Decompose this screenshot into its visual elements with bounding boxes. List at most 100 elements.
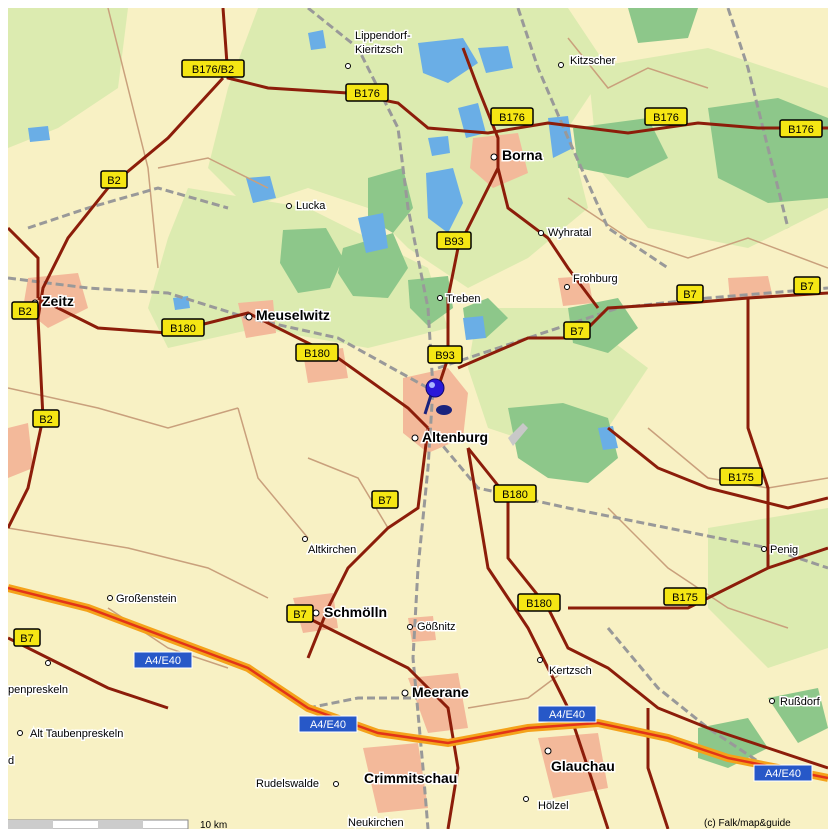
place-label-rudelswalde: Rudelswalde	[256, 778, 319, 790]
motorway-shield-label: A4/E40	[549, 709, 585, 721]
place-marker-borna	[490, 153, 498, 161]
place-marker-penig	[761, 546, 767, 552]
road-shield-label: B7	[683, 289, 696, 301]
airfield-icon	[508, 423, 528, 446]
place-label-altkirchen: Altkirchen	[308, 544, 356, 556]
road-shield-b175-2: B175	[663, 587, 707, 606]
road-shield-label: B2	[39, 414, 52, 426]
road-shield-box	[676, 284, 704, 303]
road-shield-label: B93	[444, 236, 464, 248]
road-shield-label: B180	[304, 348, 330, 360]
road-shield-b176-1: B176	[345, 83, 389, 102]
road-shield-box	[427, 345, 463, 364]
place-marker-penpreskeln	[45, 660, 51, 666]
road-shield-b180-2: B180	[295, 343, 339, 362]
road-shield-label: B93	[435, 350, 455, 362]
road-shield-box	[181, 59, 245, 78]
road-shield-label: B2	[107, 175, 120, 187]
place-label-grossenstein: Großenstein	[116, 593, 177, 605]
road-shield-label: B7	[378, 495, 391, 507]
road-shield-b176-2: B176	[490, 107, 534, 126]
place-marker-treben	[437, 295, 443, 301]
road-shield-label: B180	[170, 323, 196, 335]
place-label-lippendorf-kieritzsch-1: Lippendorf-	[355, 30, 411, 42]
place-label-borna: Borna	[502, 147, 543, 163]
place-marker-goessnitz	[407, 624, 413, 630]
road-shield-b176-b2: B176/B2	[181, 59, 245, 78]
motorway-shield-label: A4/E40	[310, 719, 346, 731]
place-label-hoelzel: Hölzel	[538, 800, 569, 812]
road-shield-box	[644, 107, 688, 126]
place-label-zeitz: Zeitz	[42, 293, 74, 309]
road-shield-box	[13, 628, 41, 647]
place-marker-kitzscher	[558, 62, 564, 68]
road-shield-b93-1: B93	[436, 231, 472, 250]
place-marker-rudelswalde	[333, 781, 339, 787]
road-shield-box	[493, 484, 537, 503]
primary-roads	[8, 8, 828, 829]
road-shield-label: B7	[570, 326, 583, 338]
road-shield-b180-3: B180	[493, 484, 537, 503]
place-label-alt-taubenpreskeln: Alt Taubenpreskeln	[30, 728, 123, 740]
place-marker-hoelzel	[523, 796, 529, 802]
map-canvas[interactable]: Lippendorf-KieritzschKitzscherBornaLucka…	[8, 8, 828, 829]
place-marker-altenburg	[411, 434, 419, 442]
road-shield-box	[663, 587, 707, 606]
road-shield-b7-1: B7	[676, 284, 704, 303]
place-label-kertzsch: Kertzsch	[549, 665, 592, 677]
road-shield-b7-6: B7	[13, 628, 41, 647]
motorway-shield-label: A4/E40	[765, 768, 801, 780]
road-shield-box	[719, 467, 763, 486]
road-shield-box	[563, 321, 591, 340]
copyright-label: (c) Falk/map&guide	[704, 818, 791, 829]
place-marker-frohburg	[564, 284, 570, 290]
road-shield-b7-4: B7	[371, 490, 399, 509]
road-shield-b2-2: B2	[11, 301, 39, 320]
road-shield-label: B7	[20, 633, 33, 645]
place-marker-altkirchen	[302, 536, 308, 542]
motorway-shield-a4-4: A4/E40	[753, 764, 813, 782]
road-shield-label: B180	[502, 489, 528, 501]
road-shield-box	[371, 490, 399, 509]
motorway-shield-a4-3: A4/E40	[537, 705, 597, 723]
road-shield-b180-1: B180	[161, 318, 205, 337]
road-shield-box	[295, 343, 339, 362]
road-shield-label: B7	[800, 281, 813, 293]
road-shield-b2-3: B2	[32, 409, 60, 428]
place-marker-russdorf	[769, 698, 775, 704]
place-label-penig: Penig	[770, 544, 798, 556]
place-label-wyhratal: Wyhratal	[548, 227, 591, 239]
place-label-glauchau: Glauchau	[551, 758, 615, 774]
place-label-frohburg: Frohburg	[573, 273, 618, 285]
place-label-penpreskeln: penpreskeln	[8, 684, 68, 696]
road-shield-label: B2	[18, 306, 31, 318]
place-marker-wyhratal	[538, 230, 544, 236]
motorway-a4	[8, 584, 828, 782]
motorway-shield-box	[133, 651, 193, 669]
place-marker-kertzsch	[537, 657, 543, 663]
motorway-shield-label: A4/E40	[145, 655, 181, 667]
scale-bar: 10 km	[8, 819, 227, 829]
place-labels: Lippendorf-KieritzschKitzscherBornaLucka…	[8, 29, 822, 829]
place-marker-glauchau	[544, 747, 552, 755]
road-shield-box	[161, 318, 205, 337]
road-shield-label: B180	[526, 598, 552, 610]
road-shield-label: B176	[499, 112, 525, 124]
place-label-kitzscher: Kitzscher	[570, 55, 616, 67]
place-marker-lucka	[286, 203, 292, 209]
location-pin-icon[interactable]	[423, 378, 452, 415]
motorway-shield-a4-2: A4/E40	[298, 715, 358, 733]
road-shield-b176-3: B176	[644, 107, 688, 126]
road-shield-box	[345, 83, 389, 102]
place-marker-schmoelln	[312, 609, 320, 617]
place-label-meerane: Meerane	[412, 684, 469, 700]
road-shield-box	[100, 170, 128, 189]
place-markers	[17, 62, 775, 802]
road-shield-box	[490, 107, 534, 126]
place-label-crimmitschau: Crimmitschau	[364, 770, 457, 786]
road-shield-box	[32, 409, 60, 428]
road-shield-b93-2: B93	[427, 345, 463, 364]
road-shield-b176-4: B176	[779, 119, 823, 138]
